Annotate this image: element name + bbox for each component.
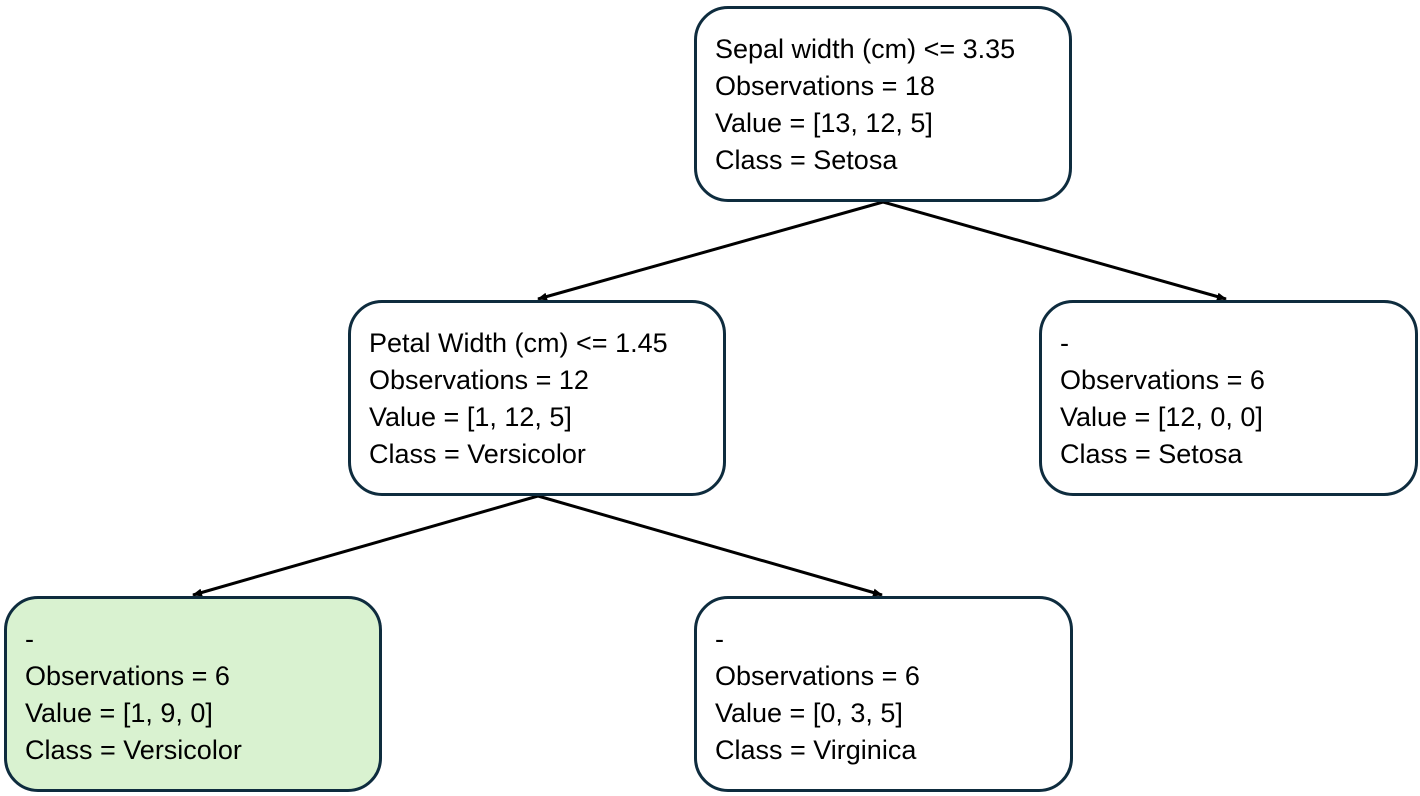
tree-node-root: Sepal width (cm) <= 3.35 Observations = … [694,6,1072,202]
node-value: Value = [12, 0, 0] [1060,402,1263,432]
node-split-label: - [715,624,724,654]
node-class: Class = Setosa [1060,439,1243,469]
edge-root-to-right [882,200,1227,301]
node-class: Class = Versicolor [369,439,586,469]
tree-node-left: Petal Width (cm) <= 1.45 Observations = … [348,300,726,496]
node-observations: Observations = 18 [715,71,935,101]
node-value: Value = [0, 3, 5] [715,698,903,728]
edge-left-to-left-right [537,494,883,597]
node-class: Class = Setosa [715,145,898,175]
edge-root-to-left [537,200,884,301]
node-observations: Observations = 6 [715,661,920,691]
node-class: Class = Versicolor [25,735,242,765]
node-observations: Observations = 12 [369,365,589,395]
node-split-label: - [1060,328,1069,358]
tree-node-right-leaf: - Observations = 6 Value = [12, 0, 0] Cl… [1039,300,1418,496]
edge-left-to-left-left [192,494,539,597]
tree-node-left-right-leaf: - Observations = 6 Value = [0, 3, 5] Cla… [694,596,1073,792]
node-value: Value = [1, 12, 5] [369,402,572,432]
node-value: Value = [13, 12, 5] [715,108,933,138]
node-split-label: Sepal width (cm) <= 3.35 [715,34,1016,64]
tree-node-left-left-leaf-highlighted: - Observations = 6 Value = [1, 9, 0] Cla… [4,596,382,792]
node-observations: Observations = 6 [1060,365,1265,395]
node-class: Class = Virginica [715,735,917,765]
node-value: Value = [1, 9, 0] [25,698,213,728]
node-split-label: Petal Width (cm) <= 1.45 [369,328,668,358]
node-split-label: - [25,624,34,654]
node-observations: Observations = 6 [25,661,230,691]
